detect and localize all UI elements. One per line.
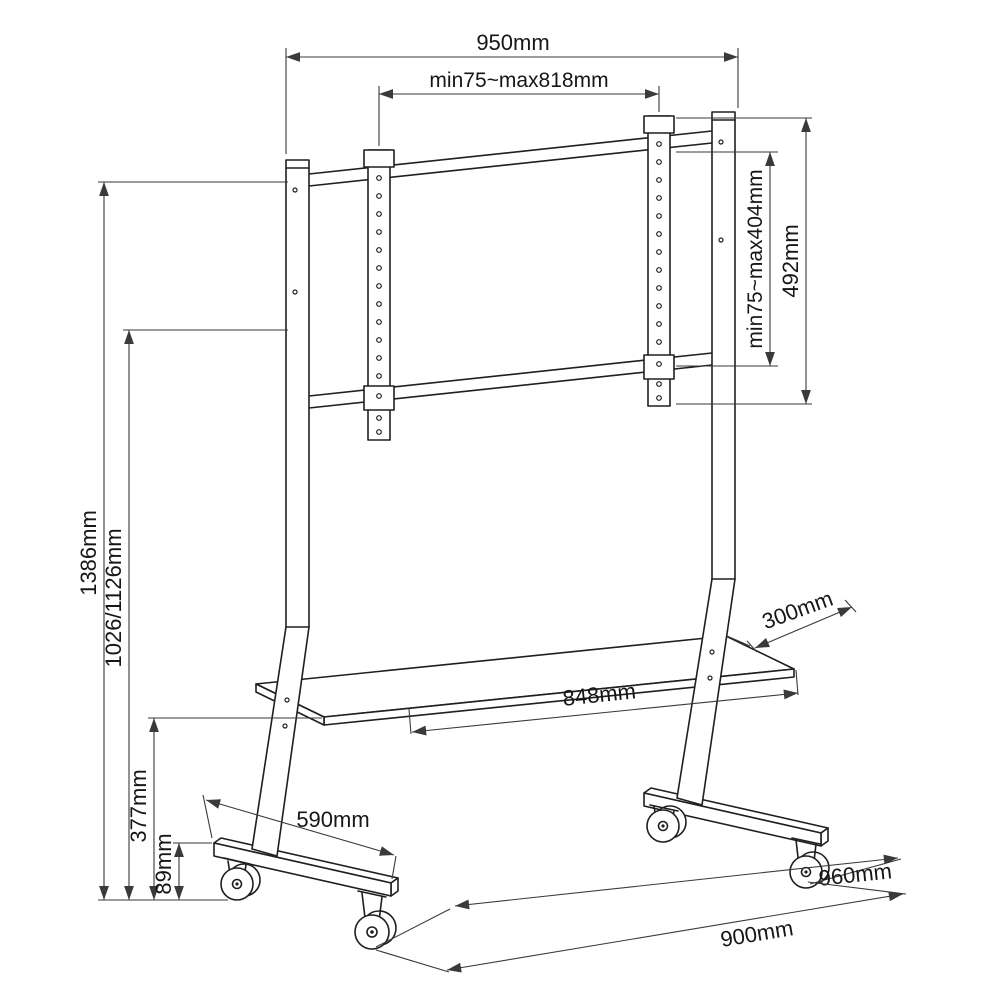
dim-leg-length: 590mm (202, 794, 397, 880)
vesa-strip-right (643, 115, 675, 407)
dim-base-depth: 960mm (375, 854, 902, 948)
dim-label-vesa-height-range: min75~max404mm (744, 169, 767, 348)
vesa-strip-left (363, 149, 395, 441)
caster-back-right (646, 804, 687, 843)
dim-label-leg-length: 590mm (296, 807, 369, 832)
dim-label-shelf-depth: 300mm (759, 586, 836, 635)
vesa-holes-left (376, 175, 382, 435)
caster-back-left (220, 857, 261, 901)
vesa-holes-right (656, 141, 662, 401)
vesa-hook-top-right (643, 115, 675, 134)
dim-label-bracket-height: 492mm (778, 224, 803, 297)
dim-vesa-height-range: min75~max404mm (676, 151, 778, 367)
dim-label-overall-width: 950mm (476, 30, 549, 55)
column-right-holes (707, 139, 724, 681)
dim-label-base-height: 89mm (151, 833, 176, 894)
dim-column-height: 1026/1126mm (101, 329, 288, 900)
dim-label-vesa-width-range: min75~max818mm (429, 69, 608, 92)
dim-shelf-depth: 300mm (726, 586, 857, 653)
dim-base-width: 900mm (375, 881, 907, 973)
dim-overall-width: 950mm (285, 30, 739, 154)
vesa-hook-top-left (363, 149, 395, 168)
column-left (251, 159, 310, 857)
dim-vesa-width-range: min75~max818mm (378, 69, 660, 146)
vesa-hook-bottom-right (643, 354, 675, 380)
dim-base-height: 89mm (151, 833, 212, 900)
column-left-holes (282, 187, 298, 729)
dim-bracket-height: 492mm (676, 117, 812, 405)
dim-label-column-height: 1026/1126mm (101, 528, 126, 667)
dim-shelf-height: 377mm (126, 717, 322, 900)
dim-label-shelf-height: 377mm (126, 769, 151, 842)
column-right (676, 111, 736, 806)
dim-label-overall-height: 1386mm (76, 510, 101, 596)
dim-overall-height: 1386mm (76, 181, 288, 901)
dim-label-base-width: 900mm (719, 915, 795, 952)
caster-front-left (354, 890, 397, 950)
